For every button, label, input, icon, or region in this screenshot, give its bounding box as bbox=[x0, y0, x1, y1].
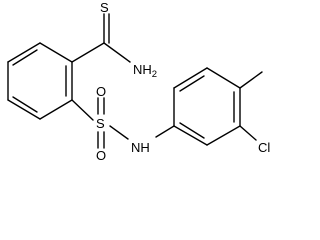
double-bond-inner bbox=[179, 75, 205, 92]
amide-nitrogen-label: NH2 bbox=[133, 62, 157, 80]
structure-canvas: S NH2 O S O NH Cl bbox=[7, 0, 270, 163]
thioamide-group: S NH2 bbox=[71, 0, 157, 80]
bond bbox=[39, 42, 73, 63]
sulfonyl-oxygen-upper-label: O bbox=[96, 84, 106, 99]
bond-n-c bbox=[155, 125, 175, 138]
bond bbox=[206, 67, 241, 89]
sulfonyl-group: O S O NH bbox=[71, 84, 150, 163]
thione-sulfur-label: S bbox=[100, 0, 109, 15]
bond bbox=[7, 99, 41, 120]
bond bbox=[39, 99, 73, 120]
sulfonyl-oxygen-lower-label: O bbox=[96, 148, 106, 163]
sulfonamide-nh-label: NH bbox=[131, 140, 150, 155]
bond bbox=[173, 67, 208, 89]
bond bbox=[206, 125, 241, 146]
bond bbox=[173, 125, 208, 146]
benzene-ring-left bbox=[7, 42, 73, 120]
double-bond-inner bbox=[12, 49, 38, 66]
double-bond-inner bbox=[179, 122, 205, 139]
sulfonyl-sulfur-label: S bbox=[96, 116, 105, 131]
bond-s-n bbox=[109, 125, 129, 140]
bond-c-n bbox=[103, 42, 131, 63]
double-bond-inner bbox=[12, 96, 38, 113]
bond bbox=[71, 42, 105, 63]
molecule-drawing: S NH2 O S O NH Cl bbox=[7, 0, 270, 163]
bond-c-cl bbox=[239, 125, 257, 141]
methyl-bond bbox=[239, 71, 263, 89]
bond bbox=[7, 42, 41, 63]
bond-c-s bbox=[71, 99, 94, 121]
benzene-ring-right: Cl bbox=[155, 67, 270, 155]
chlorine-label: Cl bbox=[258, 140, 270, 155]
